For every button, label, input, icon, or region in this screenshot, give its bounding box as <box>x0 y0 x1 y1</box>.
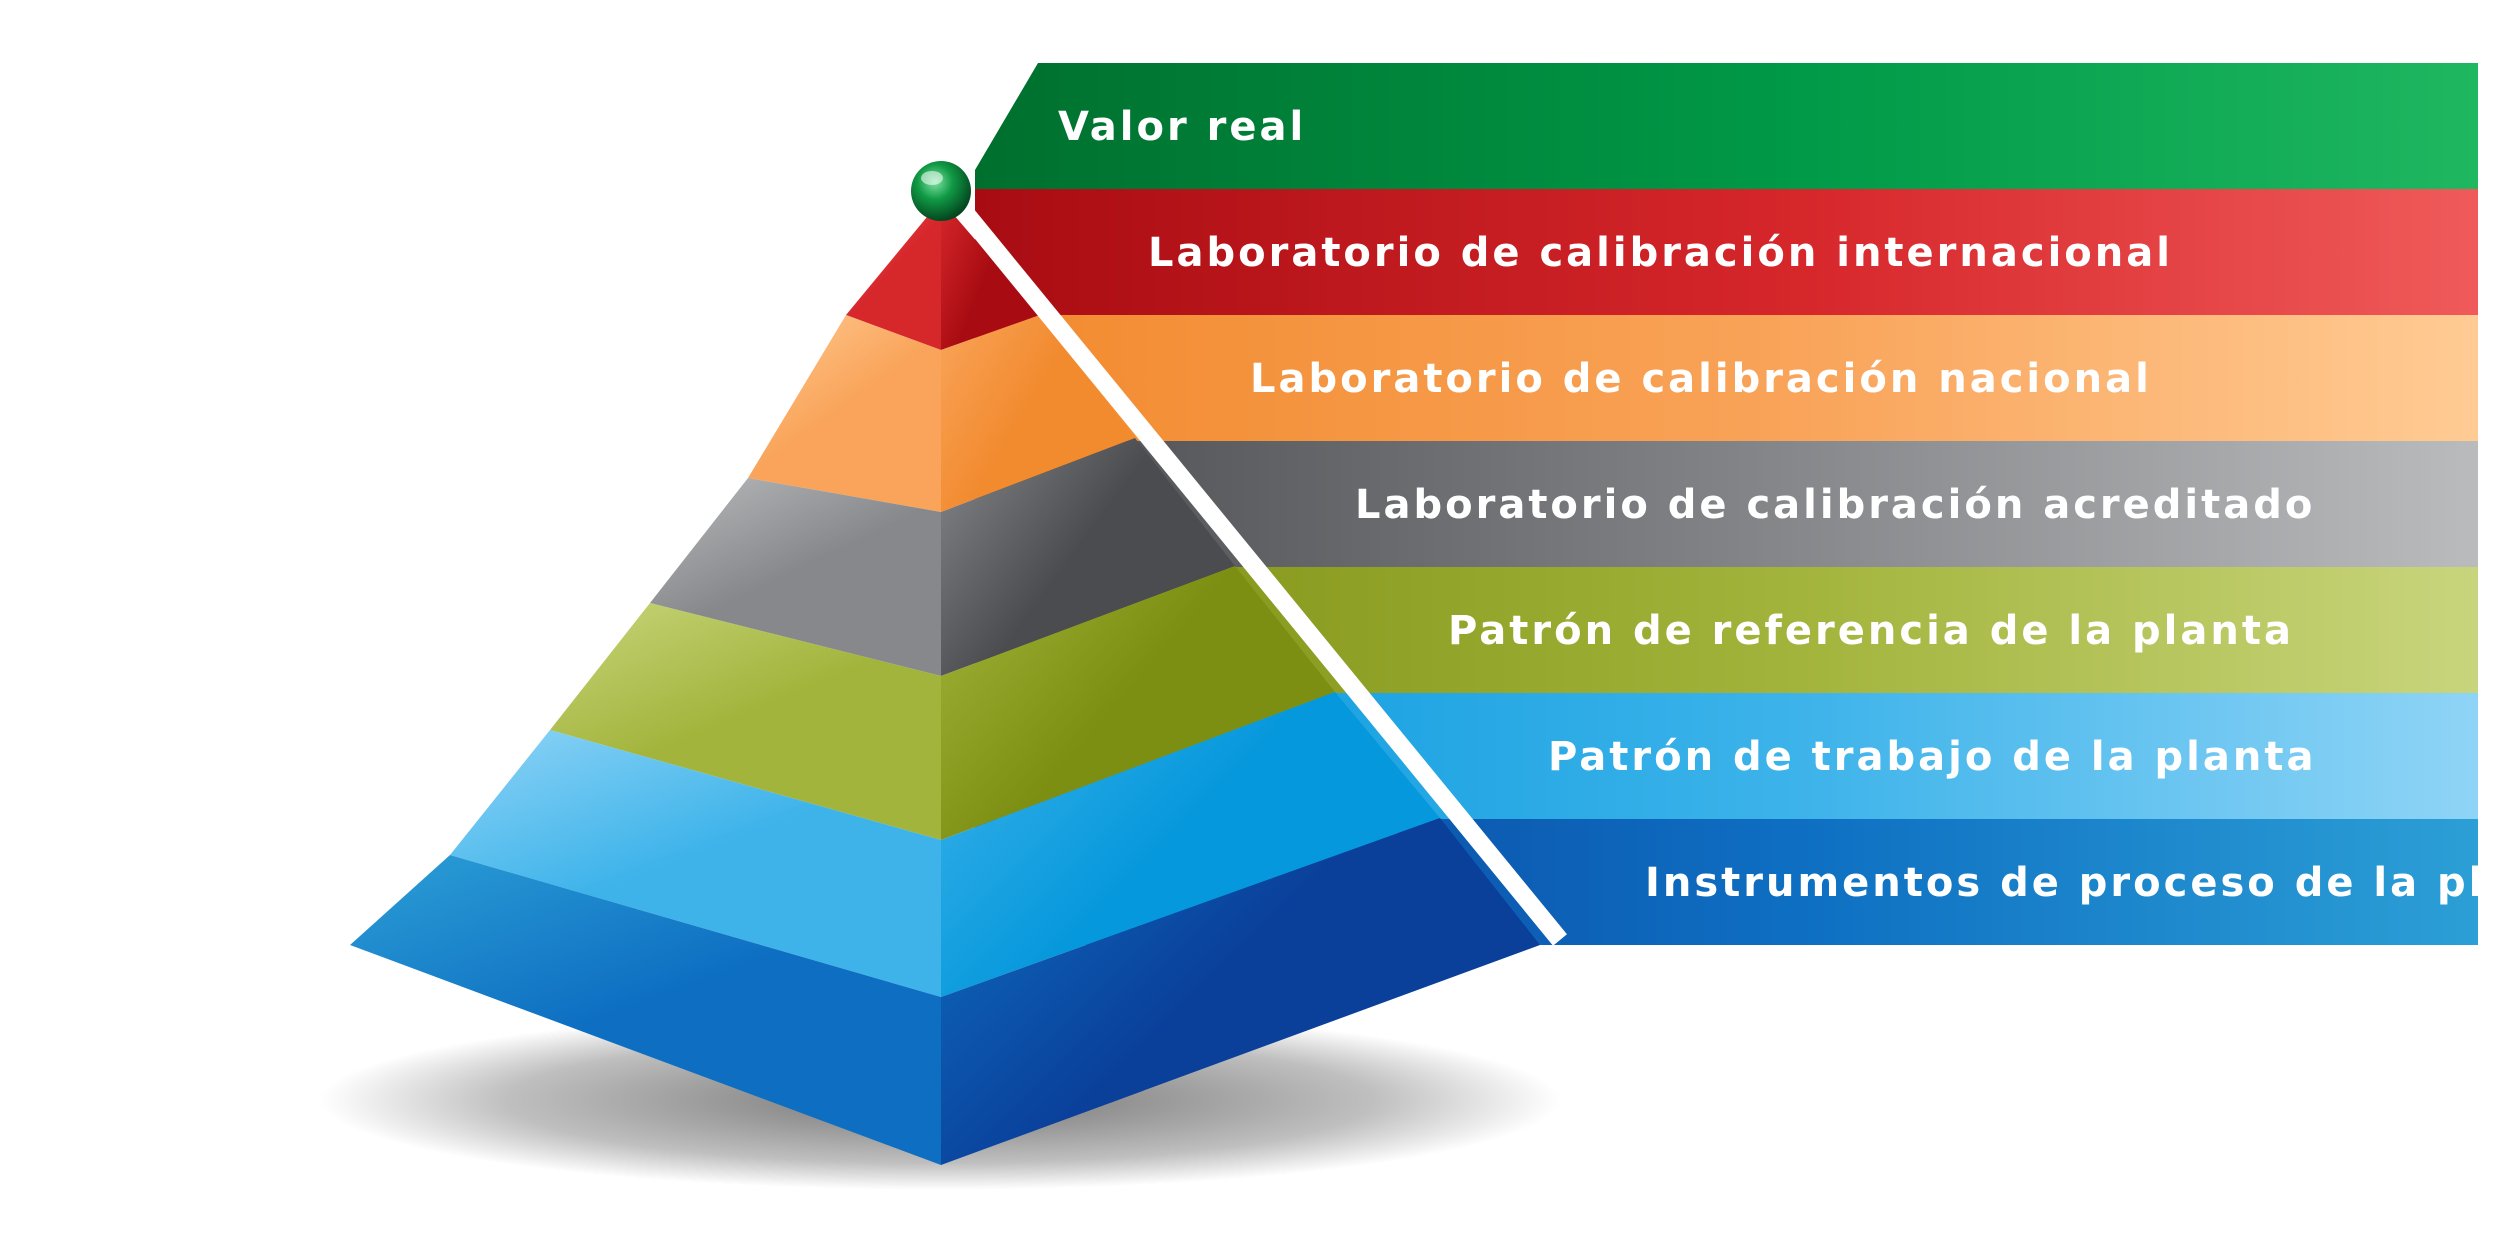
pyramid-layer-left-face <box>550 603 941 840</box>
pyramid-layer-left-face <box>350 855 941 1165</box>
pyramid-layer-right-face <box>941 566 1335 840</box>
pyramid-layer-left-face <box>450 730 941 997</box>
level-band <box>975 441 2478 567</box>
pyramid-layer-left-face <box>846 200 941 350</box>
level-band <box>975 315 2478 441</box>
pyramid-layer-left-face <box>650 478 941 676</box>
level-band <box>975 567 2478 693</box>
level-band <box>975 63 2478 189</box>
level-label: Laboratorio de calibración acreditado <box>1355 482 2315 528</box>
level-label: Laboratorio de calibración internacional <box>1148 230 2173 276</box>
pyramid-edge-divider <box>956 204 1567 946</box>
pyramid <box>350 200 1540 1165</box>
pyramid-layer-right-face <box>941 692 1440 997</box>
apex-ball <box>911 161 971 221</box>
level-label: Valor real <box>1058 104 1306 150</box>
level-label: Patrón de trabajo de la planta <box>1548 734 2316 780</box>
pyramid-layer-left-face <box>748 315 941 512</box>
pyramid-layer-right-face <box>941 200 1040 350</box>
level-band <box>975 189 2478 315</box>
apex-ball-highlight <box>921 171 943 185</box>
level-label: Laboratorio de calibración nacional <box>1250 356 2152 402</box>
pyramid-layer-right-face <box>941 818 1540 1165</box>
level-label: Patrón de referencia de la planta <box>1448 608 2294 654</box>
pyramid-layer-right-face <box>941 438 1235 676</box>
pyramid-layer-right-face <box>941 315 1135 512</box>
level-label: Instrumentos de proceso de la planta <box>1645 860 2500 906</box>
